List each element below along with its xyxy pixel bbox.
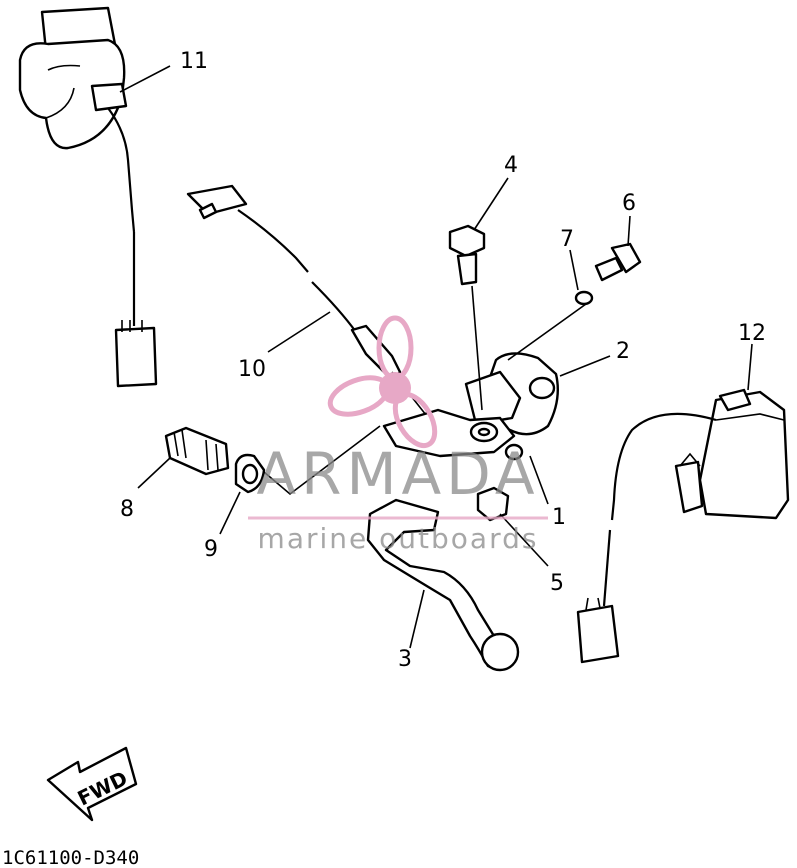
callout-2: 2 (616, 339, 630, 364)
callout-3: 3 (398, 647, 412, 672)
callout-6: 6 (622, 191, 636, 216)
part-11-left-handlebar-switch (18, 6, 158, 388)
callouts: 11 4 6 7 12 2 10 8 1 9 5 3 (120, 49, 766, 672)
callout-10: 10 (238, 357, 266, 382)
callout-1: 1 (552, 505, 566, 530)
watermark: ARMADA marine outboards (248, 315, 548, 555)
part-5-nut (476, 486, 549, 567)
part-8-adjuster (137, 426, 230, 489)
watermark-subtitle: marine outboards (258, 522, 539, 555)
leader-lines (119, 65, 611, 505)
diagram-code: 1C61100-D340 (2, 847, 139, 868)
part-10-cable (186, 184, 431, 421)
part-3-lever (366, 498, 520, 672)
callout-8: 8 (120, 497, 134, 522)
part-4-bolt (448, 177, 509, 411)
callout-9: 9 (204, 537, 218, 562)
callout-4: 4 (504, 153, 518, 178)
callout-7: 7 (560, 227, 574, 252)
part-7-washer (507, 249, 594, 361)
part-12-right-handlebar-switch (576, 343, 790, 664)
forward-direction-arrow: FWD (46, 746, 138, 822)
callout-5: 5 (550, 571, 564, 596)
propeller-logo (327, 315, 438, 449)
callout-12: 12 (738, 321, 766, 346)
watermark-title: ARMADA (256, 440, 539, 508)
part-6-screw (594, 215, 642, 282)
callout-11: 11 (180, 49, 208, 74)
part-9-locknut (219, 425, 381, 535)
